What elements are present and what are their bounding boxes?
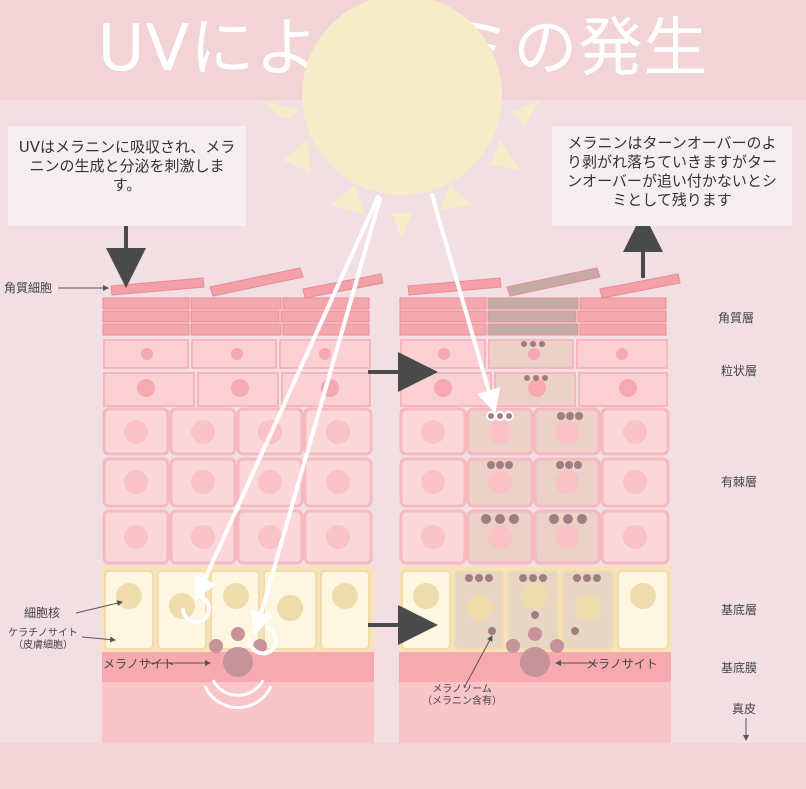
melanocyte-left-icon	[209, 627, 267, 677]
bottom-band	[0, 743, 806, 789]
label-melanocyte-left: メラノサイト	[103, 657, 175, 671]
layer-shinpi: 真皮	[732, 702, 757, 716]
label-keratinocyte-line1: ケラチノサイト	[8, 628, 78, 639]
note-left: UVはメラニンに吸収され、メラニンの生成と分泌を刺激します。	[8, 126, 246, 226]
label-keratinocyte: ケラチノサイト （皮膚細胞）	[2, 628, 84, 652]
layer-ryujo: 粒状層	[721, 364, 758, 378]
layer-kiteimaku: 基底膜	[721, 661, 758, 675]
label-melanosome: メラノソーム （メラニン含有）	[412, 684, 512, 708]
layer-kitei: 基底層	[721, 603, 758, 617]
note-right: メラニンはターンオーバーのより剥がれ落ちていきますがターンオーバーが追い付かない…	[552, 126, 792, 226]
layer-kakushitsu: 角質層	[718, 311, 755, 325]
label-saibou-kaku: 細胞核	[24, 606, 61, 620]
label-melanocyte-right: メラノサイト	[586, 657, 658, 671]
label-melanosome-line1: メラノソーム	[432, 684, 492, 695]
layer-yukyoku: 有棘層	[721, 475, 758, 489]
right-skin-panel	[399, 267, 681, 743]
label-kakushitsu-saibou: 角質細胞	[4, 281, 53, 295]
label-keratinocyte-line2: （皮膚細胞）	[13, 640, 73, 651]
melanocyte-right-icon	[506, 627, 564, 677]
left-skin-panel	[102, 267, 384, 743]
sun-icon	[260, 0, 540, 240]
label-melanosome-line2: （メラニン含有）	[422, 696, 502, 707]
